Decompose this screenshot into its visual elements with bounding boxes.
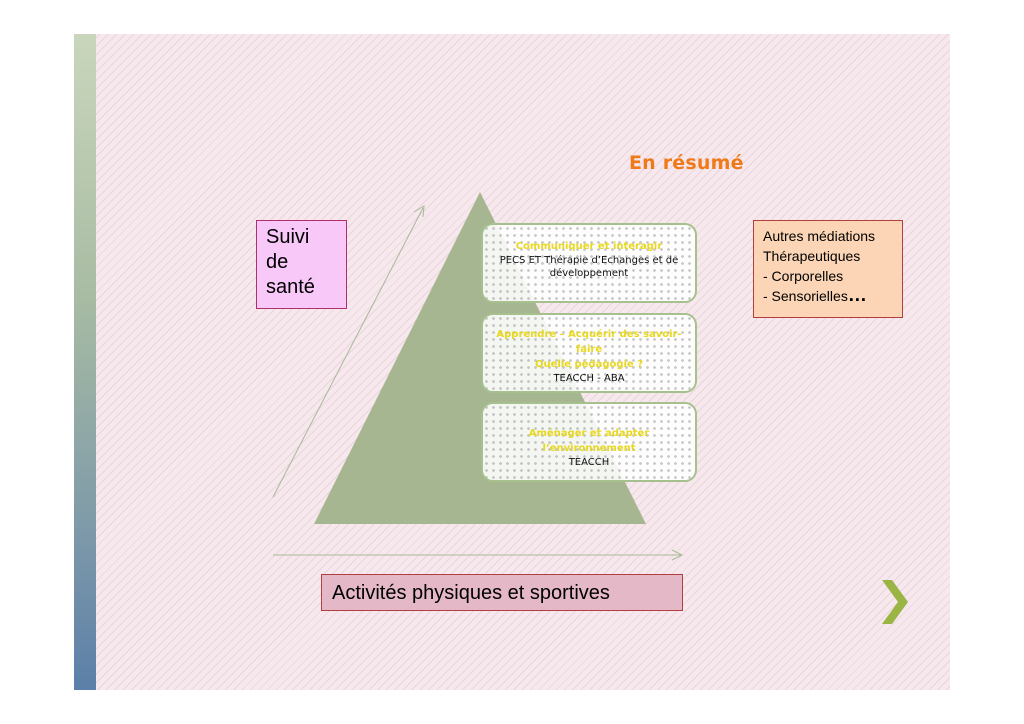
- step-title: Quelle pédagogie ?: [534, 359, 644, 370]
- left-gradient-band: [74, 34, 96, 690]
- slide-title: En résumé: [629, 152, 744, 174]
- step-title: Communiquer et interagir: [515, 241, 663, 252]
- physical-activities-box: Activités physiques et sportives: [321, 574, 683, 611]
- other-box-line: - Sensorielles…: [763, 286, 893, 306]
- step-learn: Apprendre – Acquérir des savoir-faire Qu…: [481, 313, 697, 393]
- step-text: TEACCH - ABA: [553, 373, 625, 384]
- step-text: TEACCH: [568, 457, 610, 468]
- other-box-line: Thérapeutiques: [763, 248, 861, 264]
- health-box-line: de: [266, 251, 289, 273]
- ellipsis: …: [847, 285, 867, 306]
- step-communicate: Communiquer et interagir PECS ET Thérapi…: [481, 223, 697, 303]
- diagonal-arrow-icon: [272, 205, 425, 498]
- other-box-line: - Corporelles: [763, 268, 844, 284]
- other-mediations-box: Autres médiations Thérapeutiques - Corpo…: [753, 220, 903, 318]
- step-environment: Aménager et adapter l’environnement TEAC…: [481, 402, 697, 482]
- health-follow-up-box: Suivi de santé: [256, 220, 347, 309]
- step-title: Apprendre – Acquérir des savoir-faire: [496, 329, 682, 355]
- health-box-line: santé: [266, 276, 315, 298]
- step-text: PECS ET Thérapie d’Echanges et de: [499, 255, 679, 266]
- horizontal-arrow-icon: [273, 549, 684, 561]
- other-box-item: - Sensorielles: [763, 288, 848, 304]
- step-text: développement: [549, 268, 629, 279]
- chevron-right-icon[interactable]: [882, 580, 908, 624]
- health-box-line: Suivi: [266, 226, 310, 248]
- slide: En résumé Suivi de santé Communiquer et …: [74, 34, 950, 690]
- other-box-line: Autres médiations: [763, 228, 876, 244]
- step-title: Aménager et adapter l’environnement: [528, 428, 650, 454]
